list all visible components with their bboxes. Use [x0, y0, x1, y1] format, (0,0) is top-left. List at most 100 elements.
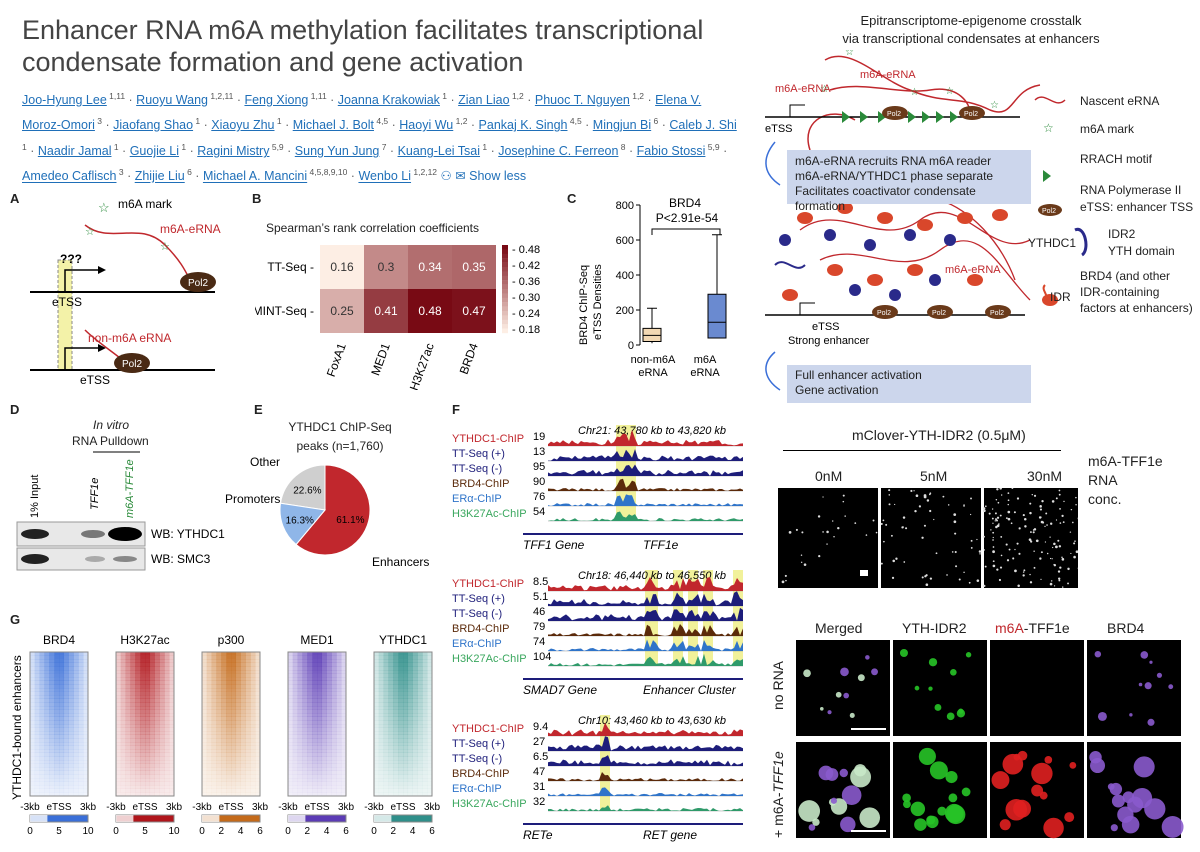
author-link[interactable]: Michael J. Bolt — [292, 118, 374, 133]
author-link[interactable]: Caleb J. Shi — [669, 118, 737, 133]
box1-line1: m6A-eRNA recruits RNA m6A reader — [795, 154, 992, 168]
author-affiliation: 1 — [274, 116, 282, 127]
y-tick: 200 — [616, 305, 634, 317]
pol2-text-5: Pol2 — [990, 310, 1004, 317]
author-link[interactable]: Xiaoyu Zhu — [211, 118, 275, 133]
heatmap-x-tick: eTSS — [46, 802, 71, 813]
author-affiliation: 1 — [22, 142, 27, 153]
show-less-link[interactable]: Show less — [469, 169, 527, 184]
author-link[interactable]: Haoyi Wu — [399, 118, 454, 133]
author-link[interactable]: Feng Xiong — [244, 93, 309, 108]
etss-arrow-icon — [789, 104, 805, 117]
enhancer-label: Enhancer Cluster — [643, 683, 737, 697]
colorbar-segment — [502, 280, 508, 285]
pol2-icon-a1 — [180, 272, 216, 292]
colorbar-tick: 2 — [219, 826, 225, 837]
legend-pol2: RNA Polymerase II — [1080, 183, 1182, 197]
colorbar-tick: - 0.42 — [512, 260, 540, 272]
author-link[interactable]: Jiaofang Shao — [113, 118, 194, 133]
pie-title: YTHDC1 ChIP-Seq peaks (n=1,760) — [275, 418, 405, 456]
signal-track — [548, 787, 743, 796]
track-scale: 47 — [533, 766, 545, 778]
svg-text:☆: ☆ — [945, 86, 954, 97]
enhancer-label: RET gene — [643, 828, 697, 842]
colorbar-segment — [502, 297, 508, 303]
col-brd4: BRD4 — [1107, 620, 1145, 636]
author-link[interactable]: Ragini Mistry — [197, 144, 270, 159]
signal-track — [548, 591, 743, 606]
colorbar-segment — [502, 249, 508, 254]
legend-brd4-3: factors at enhancers) — [1080, 301, 1193, 315]
signal-track — [548, 722, 743, 736]
author-link[interactable]: Joo-Hyung Lee — [22, 93, 107, 108]
author-link[interactable]: Zhijie Liu — [134, 169, 185, 184]
box2-line1: Full enhancer activation — [795, 368, 922, 382]
author-link[interactable]: Zian Liao — [458, 93, 510, 108]
author-link[interactable]: Mingjun Bi — [592, 118, 652, 133]
author-link[interactable]: Kuang-Lei Tsai — [397, 144, 481, 159]
m6a-mark-icon: ☆ — [1043, 121, 1054, 135]
author-link[interactable]: Phuoc T. Nguyen — [534, 93, 630, 108]
confocal-panel — [893, 742, 987, 838]
author-affiliation: 1,2,12 — [411, 167, 438, 178]
person-icon[interactable]: ⚇ — [437, 169, 456, 184]
locus-coordinates: Chr18: 46,440 kb to 46,550 kb — [578, 570, 726, 582]
pie-slice-other — [279, 464, 326, 511]
col-yth-idr2: YTH-IDR2 — [902, 620, 967, 636]
author-link[interactable]: Pankaj K. Singh — [478, 118, 568, 133]
confocal-panel — [1087, 640, 1181, 736]
legend-ythdc1: YTHDC1 — [1028, 236, 1077, 250]
scale-bar-3 — [851, 830, 886, 832]
colorbar-segment — [502, 262, 508, 268]
col-tff1e-part: -TFF1e — [1023, 620, 1070, 636]
lane-tff1e: TFF1e — [89, 478, 101, 510]
author-link[interactable]: Michael A. Mancini — [202, 169, 308, 184]
author-link[interactable]: Elena V. Moroz-Omori — [22, 93, 702, 133]
colorbar-tick: - 0.30 — [512, 292, 540, 304]
track-scale: 5.1 — [533, 591, 548, 603]
colorbar-tick: 10 — [168, 826, 180, 837]
colorbar-segment — [502, 328, 508, 334]
legend-nascent-erna: Nascent eRNA — [1080, 94, 1160, 108]
track-scale: 6.5 — [533, 751, 548, 763]
signal-track — [548, 577, 743, 591]
side-2: RNA — [1088, 472, 1118, 488]
pulldown-label: RNA Pulldown — [72, 434, 149, 448]
heatmap-x-tick: eTSS — [390, 802, 415, 813]
mail-icon[interactable]: ✉ — [455, 169, 470, 184]
author-link[interactable]: Sung Yun Jung — [294, 144, 380, 159]
signal-track — [548, 448, 743, 461]
heatmap-frame — [115, 651, 175, 797]
author-link[interactable]: Guojie Li — [129, 144, 180, 159]
pol2-legend-icon — [1038, 204, 1062, 216]
etss-label-a1: eTSS — [52, 295, 82, 309]
track-label: ERα-ChIP — [452, 783, 502, 795]
author-link[interactable]: Naadir Jamal — [37, 144, 112, 159]
author-link[interactable]: Joanna Krakowiak — [337, 93, 440, 108]
heatmap-x-tick: eTSS — [132, 802, 157, 813]
author-link[interactable]: Ruoyu Wang — [136, 93, 208, 108]
model-box-1: m6A-eRNA recruits RNA m6A reader m6A-eRN… — [787, 150, 1031, 213]
colorbar-segment — [502, 302, 508, 307]
pol2-legend-text: Pol2 — [1042, 208, 1056, 215]
flow-arrow-2 — [765, 351, 781, 391]
heatmap-cell — [364, 245, 408, 289]
author-link[interactable]: Josephine C. Ferreon — [498, 144, 619, 159]
author-link[interactable]: Fabio Stossi — [636, 144, 706, 159]
non-m6a-strand — [84, 329, 121, 359]
heatmap-x-tick: 3kb — [80, 802, 97, 813]
colorbar-segment — [502, 319, 508, 325]
heatmap-cell — [452, 245, 496, 289]
svg-text:☆: ☆ — [910, 87, 919, 98]
author-link[interactable]: Wenbo Li — [358, 169, 412, 184]
y-tick: 800 — [616, 200, 634, 212]
y-label-2: eTSS Densities — [592, 264, 604, 340]
author-link[interactable]: Amedeo Caflisch — [22, 169, 117, 184]
heatmap-block — [116, 652, 175, 797]
track-label: H3K27Ac-ChIP — [452, 798, 527, 810]
panel-b-label: B — [252, 191, 262, 206]
scale-bar — [860, 570, 868, 576]
colorbar-tick: 6 — [257, 826, 263, 837]
heatmap-frame — [373, 651, 433, 797]
